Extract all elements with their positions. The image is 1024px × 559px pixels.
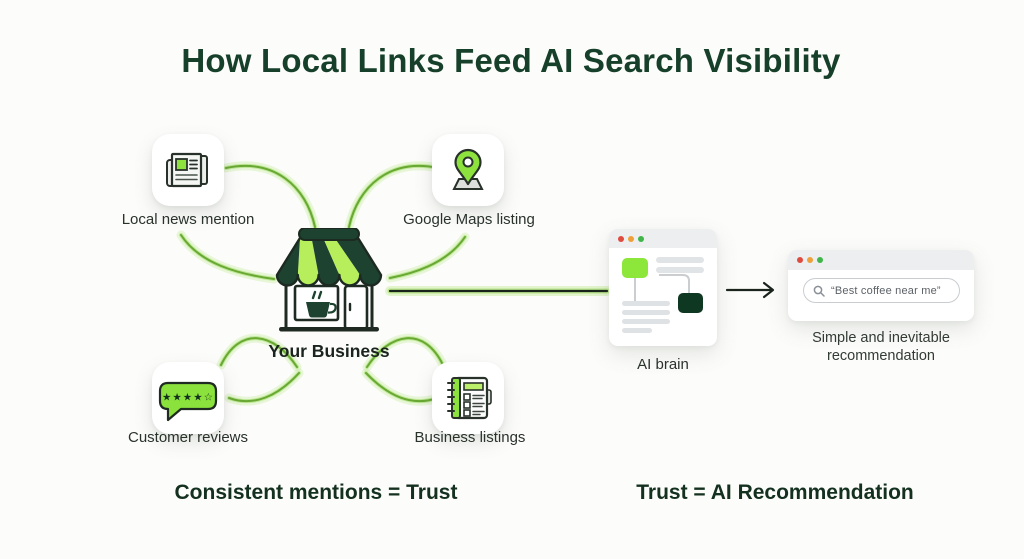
- label-business-listings: Business listings: [414, 429, 526, 446]
- label-local-news: Local news mention: [121, 211, 255, 228]
- star-rating: ★★★★☆: [162, 392, 214, 404]
- newspaper-icon: [166, 152, 208, 188]
- store-base: [279, 327, 379, 332]
- label-recommendation: Simple and inevitable recommendation: [812, 329, 950, 365]
- window-dot-red: [797, 257, 803, 263]
- window-dot-orange: [807, 257, 813, 263]
- window-dot-orange: [628, 235, 634, 242]
- arrow-icon: [725, 281, 775, 299]
- storefront-icon: [275, 228, 383, 332]
- label-ai-brain: AI brain: [637, 356, 689, 373]
- search-icon: [813, 285, 825, 297]
- caption-trust-recommendation: Trust = AI Recommendation: [636, 481, 914, 504]
- coffee-cup-icon: [306, 290, 337, 318]
- page-title: How Local Links Feed AI Search Visibilit…: [181, 42, 841, 79]
- label-google-maps: Google Maps listing: [403, 211, 535, 228]
- review-stars-icon: ★★★★☆: [158, 381, 218, 422]
- window-dot-green: [817, 257, 823, 263]
- window-dot-green: [638, 235, 644, 242]
- ai-window-header: [609, 229, 717, 248]
- flow-node-dark: [678, 293, 703, 313]
- ai-brain-window: [609, 229, 717, 346]
- window-dot-red: [618, 235, 624, 242]
- google-maps-card: [432, 134, 504, 206]
- recommendation-line2: recommendation: [827, 348, 935, 364]
- ai-flowchart: [622, 257, 704, 333]
- browser-header: [788, 250, 974, 270]
- store-door: [343, 284, 369, 331]
- map-pin-icon: [452, 148, 484, 190]
- recommendation-window: “Best coffee near me”: [788, 250, 974, 321]
- business-listings-card: [432, 362, 504, 434]
- recommendation-line1: Simple and inevitable: [812, 330, 950, 346]
- flow-node-green: [622, 258, 648, 278]
- local-news-card: [152, 134, 224, 206]
- customer-reviews-card: ★★★★☆: [152, 362, 224, 434]
- caption-consistent-mentions: Consistent mentions = Trust: [174, 481, 458, 504]
- label-your-business: Your Business: [268, 341, 390, 361]
- label-customer-reviews: Customer reviews: [127, 429, 249, 446]
- listings-notebook-icon: [447, 376, 492, 420]
- search-query: “Best coffee near me”: [831, 284, 941, 297]
- store-awning: [275, 228, 383, 287]
- search-bar: “Best coffee near me”: [803, 278, 960, 303]
